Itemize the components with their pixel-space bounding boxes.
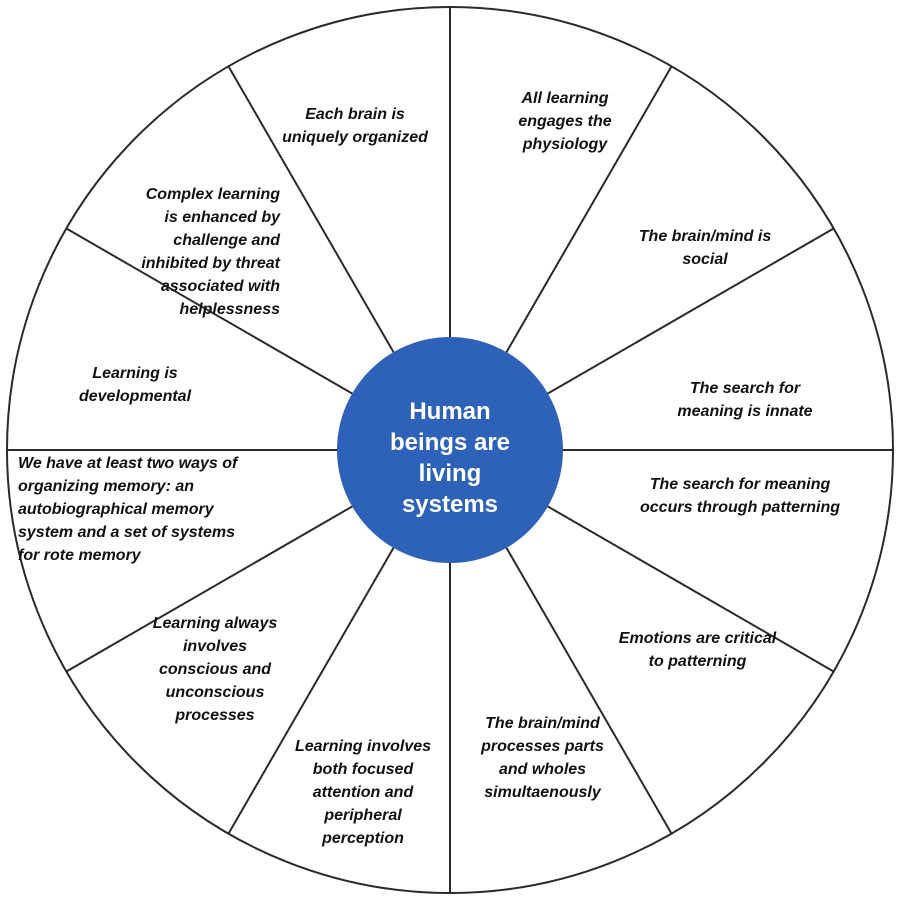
segment-label-emotions: Emotions are critical to patterning xyxy=(618,630,777,670)
segment-label-conscious-processes: Learning always involves conscious and u… xyxy=(152,615,278,724)
center-label: Human beings are living systems xyxy=(389,398,511,518)
segment-label-patterning: The search for meaning occurs through pa… xyxy=(640,476,840,516)
segment-label-complex-learning: Complex learning is enhanced by challeng… xyxy=(141,186,280,318)
segment-label-engages-physiology: All learning engages the physiology xyxy=(518,90,612,153)
segment-label-brain-social: The brain/mind is social xyxy=(638,228,772,268)
center-hub xyxy=(337,337,563,563)
segment-label-developmental: Learning is developmental xyxy=(78,365,192,405)
segment-label-uniquely-organized: Each brain is uniquely organized xyxy=(282,106,428,146)
segment-label-focused-attention: Learning involves both focused attention… xyxy=(294,738,432,847)
segment-label-organizing-memory: We have at least two ways of organizing … xyxy=(18,455,238,564)
segment-label-parts-wholes: The brain/mind processes parts and whole… xyxy=(481,715,604,801)
segment-label-meaning-innate: The search for meaning is innate xyxy=(677,380,813,420)
